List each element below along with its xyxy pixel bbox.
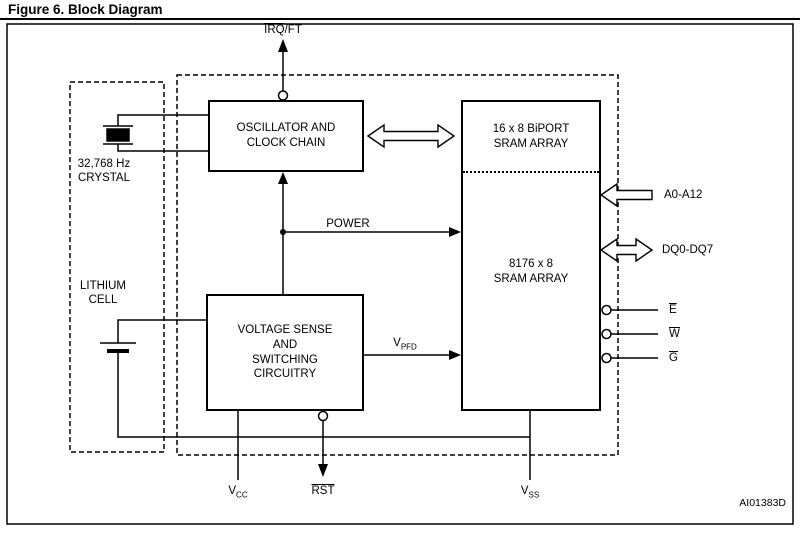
block-biport-sram: 16 x 8 BiPORT SRAM ARRAY: [463, 102, 599, 173]
address-bus-arrow: [599, 182, 653, 208]
vpfd-base-text: V: [393, 337, 401, 349]
vcc-label: VCC: [210, 484, 266, 500]
oscillator-label: OSCILLATOR AND CLOCK CHAIN: [236, 122, 336, 149]
block-main-sram: 8176 x 8 SRAM ARRAY: [463, 173, 599, 409]
vcc-base-text: V: [228, 485, 237, 497]
figure-code: AI01383D: [739, 497, 786, 509]
vss-label: VSS: [502, 484, 558, 500]
figure-frame: [6, 23, 794, 525]
chip-boundary-dashed-box: [176, 74, 619, 456]
address-bus-label: A0-A12: [664, 189, 703, 201]
crystal-label: 32,768 Hz CRYSTAL: [77, 158, 131, 185]
vpfd-sub-text: PFD: [400, 342, 417, 352]
block-oscillator: OSCILLATOR AND CLOCK CHAIN: [208, 100, 364, 172]
rst-label: RST: [295, 484, 351, 498]
w-pin-label: W: [669, 327, 699, 341]
battery-icon: [100, 319, 530, 438]
title-rule: [0, 18, 800, 20]
irq-ft-label: IRQ/FT: [240, 23, 326, 37]
block-voltage-sense: VOLTAGE SENSE AND SWITCHING CIRCUITRY: [206, 294, 364, 411]
vpfd-wire: [364, 350, 461, 360]
vss-base-text: V: [520, 485, 529, 497]
voltage-sense-label: VOLTAGE SENSE AND SWITCHING CIRCUITRY: [237, 323, 333, 381]
vcc-sub-text: CC: [236, 490, 248, 500]
block-sram-array: 16 x 8 BiPORT SRAM ARRAY 8176 x 8 SRAM A…: [461, 100, 601, 411]
irq-rest-text: /FT: [284, 24, 302, 36]
figure-title: Figure 6. Block Diagram: [8, 2, 163, 17]
crystal-icon: [103, 114, 208, 152]
clock-bus-arrow: [366, 123, 456, 149]
e-pin-text: E: [669, 304, 677, 316]
irq-ft-wire: [277, 39, 289, 101]
rst-wire: [317, 410, 329, 477]
data-bus-arrow: [599, 237, 654, 263]
power-feed-wire: [278, 172, 288, 294]
w-pin-text: W: [669, 328, 680, 340]
power-label: POWER: [326, 218, 370, 230]
vss-sub-text: SS: [528, 490, 540, 500]
main-sram-label: 8176 x 8 SRAM ARRAY: [493, 258, 569, 285]
g-pin-label: G: [669, 351, 699, 365]
biport-sram-label: 16 x 8 BiPORT SRAM ARRAY: [492, 122, 570, 150]
power-wire: [283, 227, 461, 237]
control-pins: [601, 304, 658, 364]
irq-overline-text: IRQ: [264, 24, 285, 36]
data-bus-label: DQ0-DQ7: [662, 244, 714, 256]
g-pin-text: G: [669, 352, 678, 364]
rst-text: RST: [311, 485, 335, 497]
battery-label: LITHIUM CELL: [80, 280, 126, 307]
vpfd-label: VPFD: [377, 336, 433, 352]
e-pin-label: E: [669, 303, 699, 317]
